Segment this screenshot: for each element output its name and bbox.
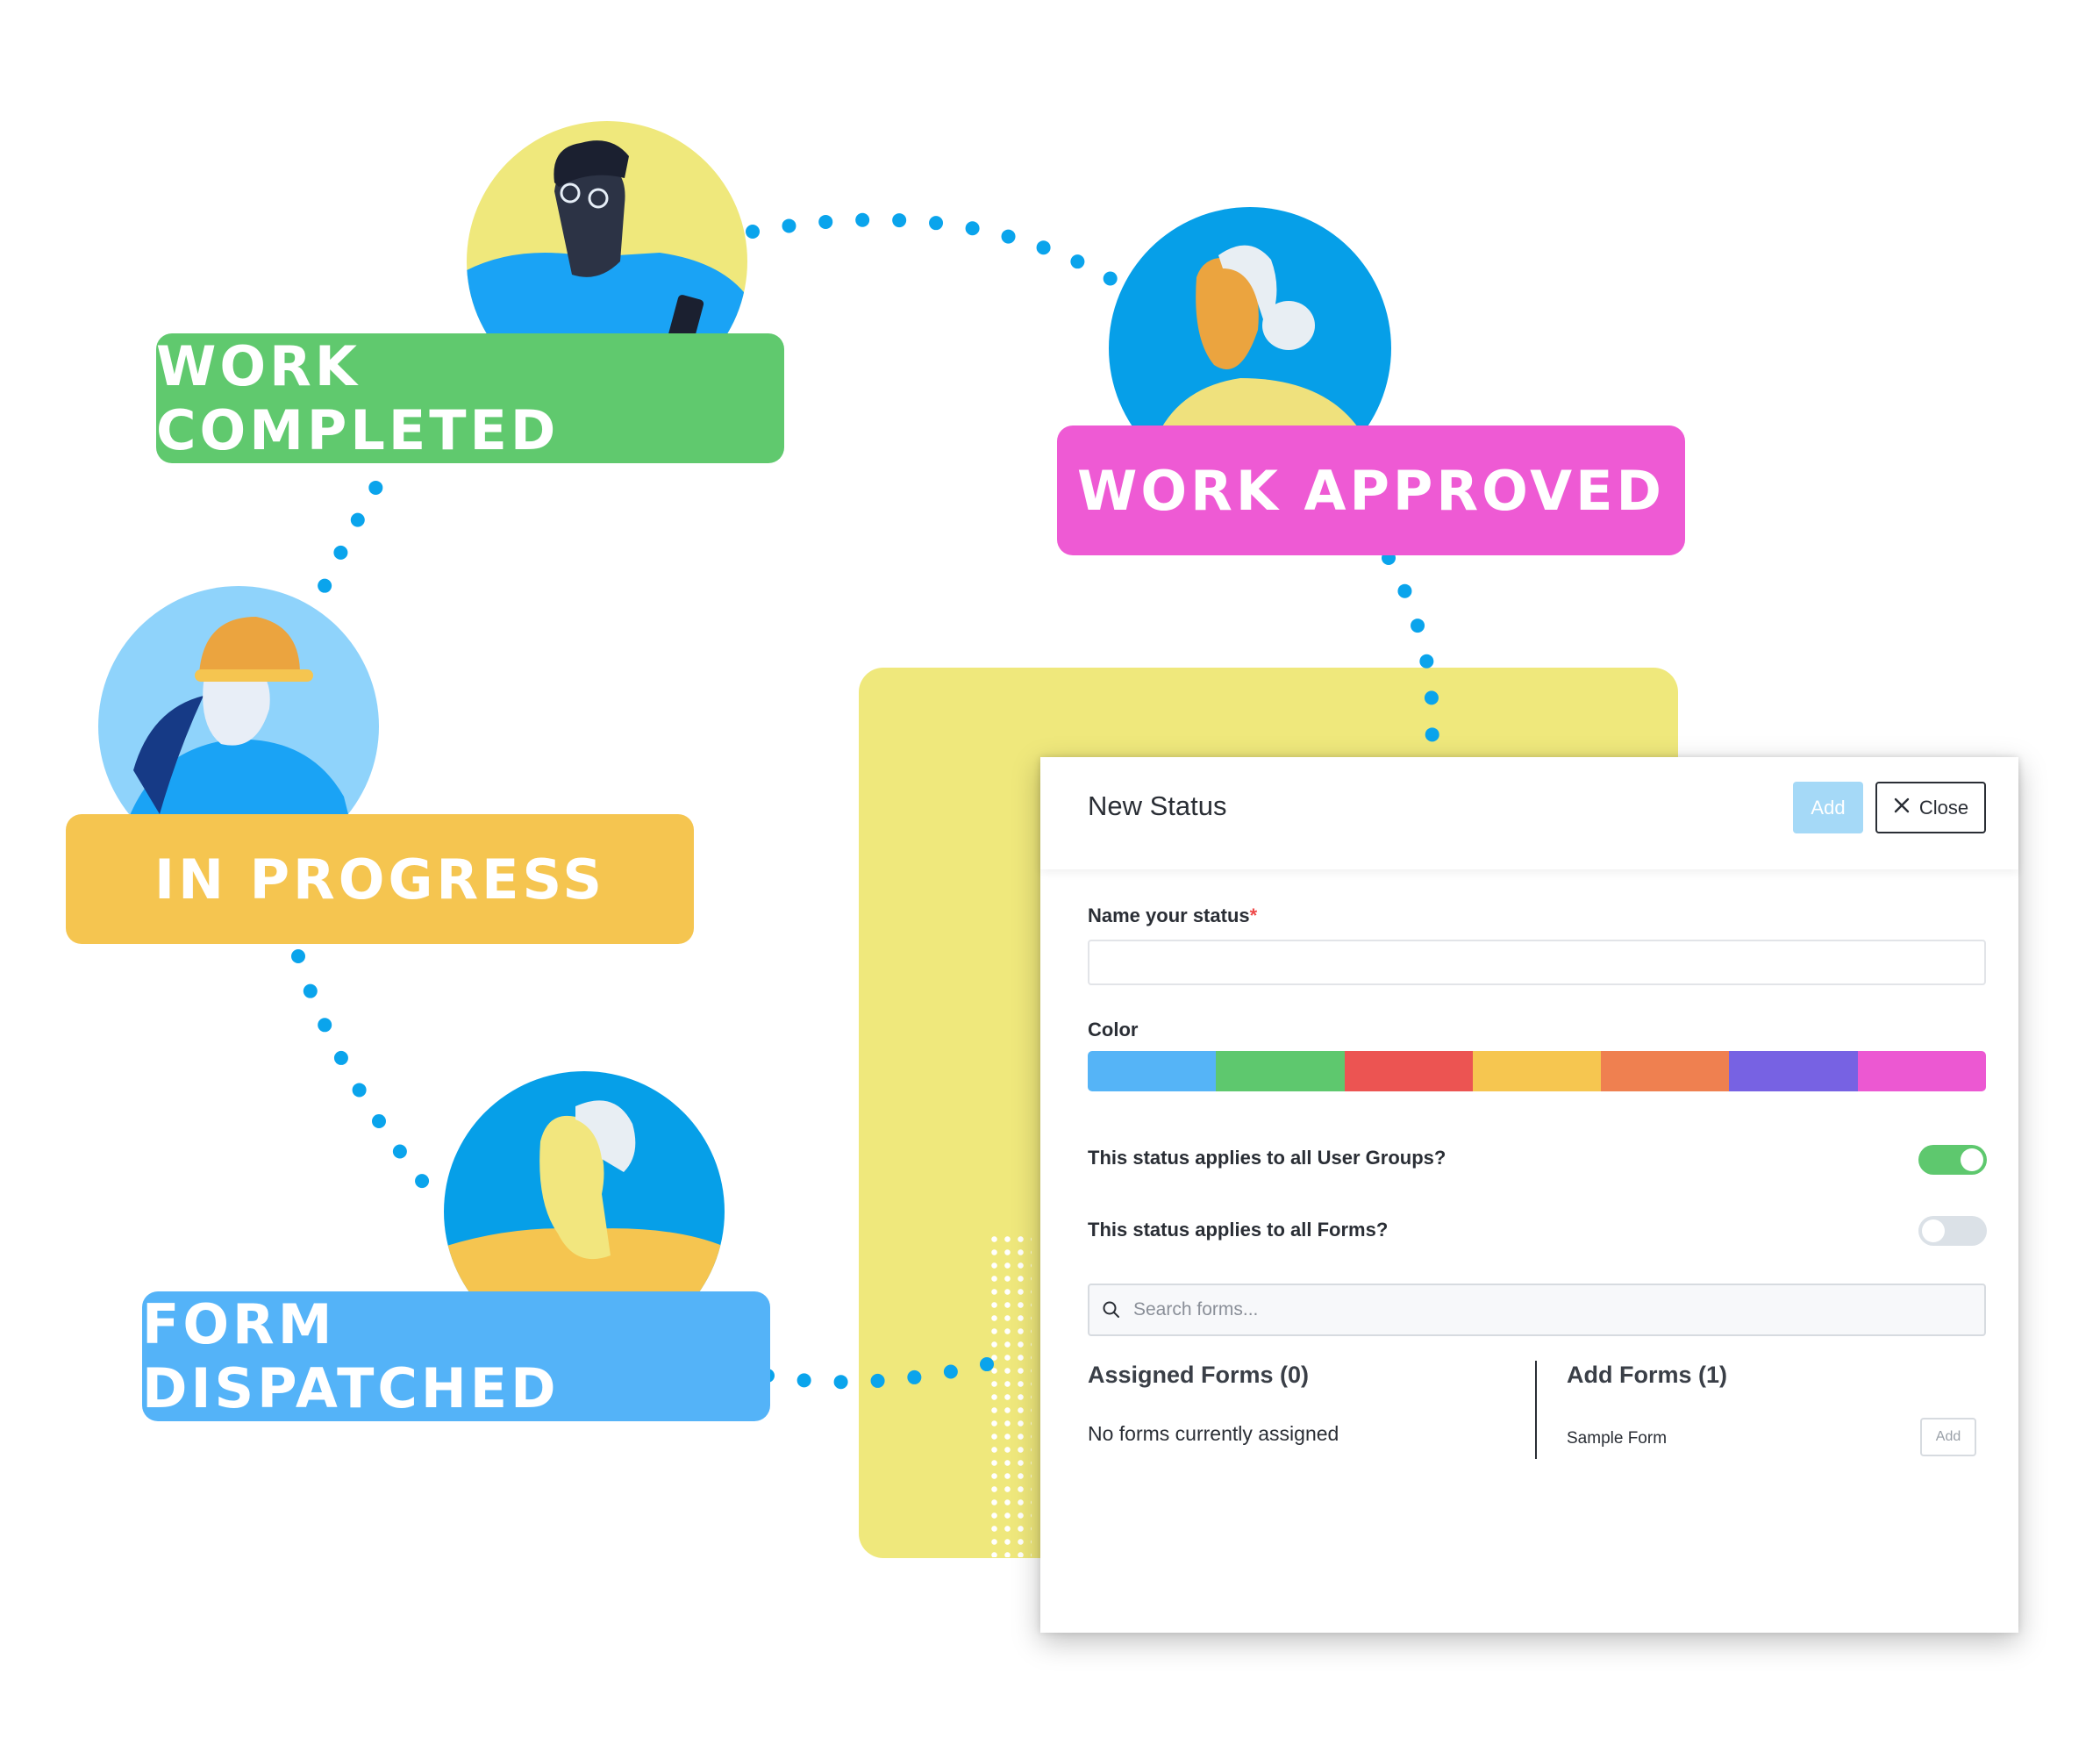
assigned-forms-heading: Assigned Forms (0): [1088, 1362, 1310, 1388]
add-form-button[interactable]: Add: [1920, 1418, 1976, 1456]
connector-dot: [350, 512, 365, 527]
stage-work-approved-label: WORK APPROVED: [1077, 458, 1665, 523]
color-swatch-5[interactable]: [1601, 1051, 1730, 1091]
stage-form-dispatched-label: FORM DISPATCHED: [142, 1292, 560, 1420]
connector-dot: [943, 1364, 958, 1379]
toggle-knob: [1922, 1219, 1945, 1242]
connector-dot: [318, 1018, 332, 1033]
connector-dot: [392, 1144, 407, 1159]
connector-dot: [318, 578, 332, 593]
connector-dot: [415, 1174, 430, 1189]
connector-dot: [818, 214, 833, 229]
connector-dot: [368, 480, 383, 495]
connector-dot: [1419, 654, 1434, 669]
connector-dot: [333, 545, 348, 560]
connector-dot: [892, 213, 907, 228]
available-form-name: Sample Form: [1567, 1429, 1668, 1448]
connector-dot: [1001, 229, 1016, 244]
color-swatch-2[interactable]: [1216, 1051, 1345, 1091]
search-forms-input[interactable]: [1132, 1298, 1925, 1321]
color-swatch-4[interactable]: [1472, 1051, 1602, 1091]
connector-dot: [1070, 254, 1085, 269]
status-name-input[interactable]: [1088, 940, 1986, 985]
toggle-knob: [1961, 1148, 1983, 1171]
close-button[interactable]: Close: [1875, 782, 1986, 833]
connector-dot: [1411, 619, 1425, 633]
connector-dot: [352, 1083, 367, 1098]
connector-dot: [1424, 690, 1439, 705]
required-mark: *: [1249, 905, 1258, 926]
color-swatch-3[interactable]: [1344, 1051, 1473, 1091]
stage-in-progress-label: IN PROGRESS: [154, 847, 605, 912]
connector-dot: [833, 1375, 848, 1390]
connector-dot: [907, 1369, 922, 1384]
column-divider: [1535, 1361, 1537, 1459]
stage-work-completed: WORK COMPLETED: [156, 333, 784, 463]
stage-in-progress: IN PROGRESS: [66, 814, 694, 944]
connector-dot: [371, 1113, 386, 1128]
connector-dot: [796, 1373, 811, 1388]
forms-toggle-label: This status applies to all Forms?: [1088, 1219, 1389, 1241]
connector-dot: [870, 1373, 885, 1388]
connector-dot: [291, 949, 305, 963]
connector-dot: [1397, 583, 1412, 598]
no-forms-message: No forms currently assigned: [1088, 1422, 1339, 1445]
user-groups-toggle-label: This status applies to all User Groups?: [1088, 1147, 1446, 1169]
add-status-button[interactable]: Add: [1793, 782, 1863, 833]
connector-dot: [1425, 727, 1439, 742]
stage-work-completed-label: WORK COMPLETED: [156, 334, 560, 462]
color-swatch-6[interactable]: [1729, 1051, 1858, 1091]
search-icon: [1102, 1300, 1121, 1319]
user-groups-toggle[interactable]: [1918, 1145, 1987, 1175]
close-icon: [1893, 797, 1911, 819]
modal-header: New Status Add Close: [1040, 757, 2018, 869]
close-button-label: Close: [1918, 796, 1969, 819]
connector-dot: [782, 218, 796, 233]
color-picker: [1088, 1051, 1986, 1091]
status-name-label-text: Name your status: [1088, 905, 1250, 926]
decorative-dot-grid: [988, 1233, 1032, 1557]
search-forms-box: [1088, 1284, 1986, 1336]
color-label: Color: [1088, 1019, 1139, 1040]
connector-dot: [929, 216, 944, 231]
status-name-label: Name your status*: [1088, 905, 1257, 927]
modal-title: New Status: [1088, 790, 1227, 821]
connector-dot: [1036, 240, 1051, 255]
connector-dot: [333, 1050, 348, 1065]
connector-dot: [1103, 271, 1118, 286]
add-forms-heading: Add Forms (1): [1567, 1362, 1728, 1388]
connector-dot: [746, 225, 760, 239]
connector-dot: [303, 983, 318, 998]
new-status-modal: New Status Add Close Name your status* C…: [1040, 757, 2018, 1633]
connector-dot: [855, 212, 870, 227]
forms-toggle[interactable]: [1918, 1216, 1987, 1246]
stage-work-approved: WORK APPROVED: [1057, 425, 1685, 555]
color-swatch-7[interactable]: [1857, 1051, 1986, 1091]
connector-dot: [965, 221, 980, 236]
color-swatch-1[interactable]: [1088, 1051, 1217, 1091]
stage-form-dispatched: FORM DISPATCHED: [142, 1291, 770, 1421]
